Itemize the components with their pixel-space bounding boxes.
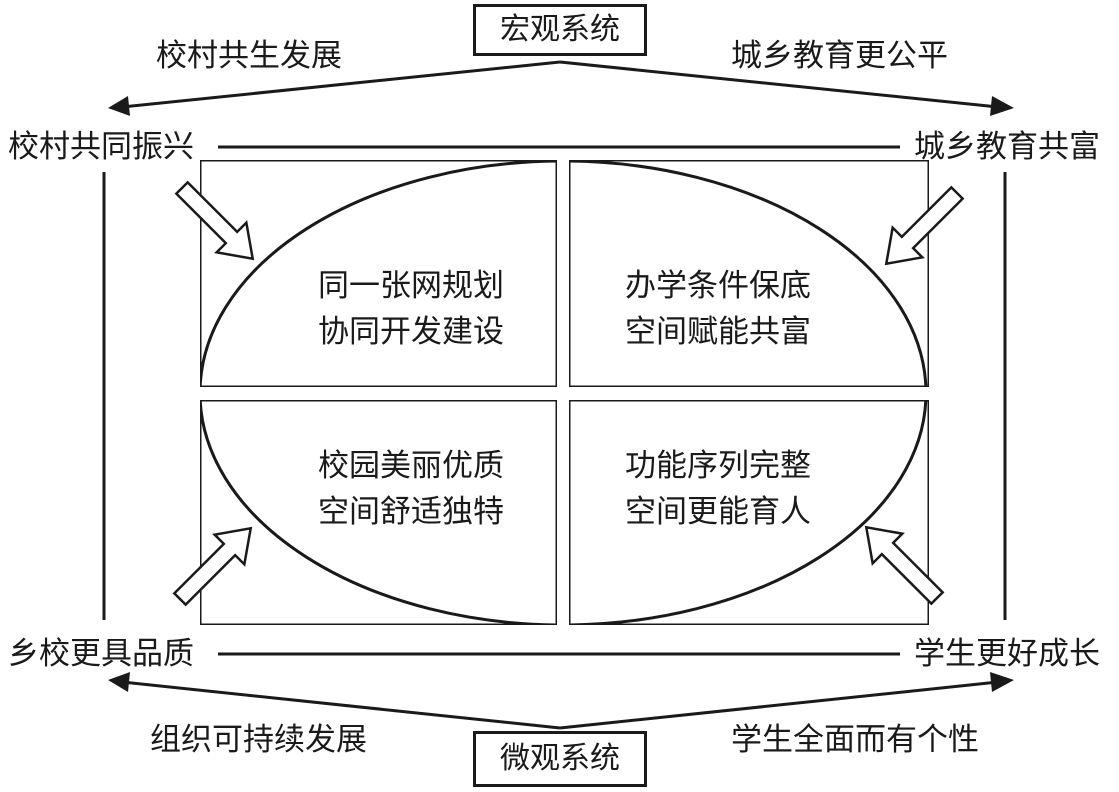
block-arrow-bottom-left [172, 526, 253, 607]
label-bottom-right-arrow: 学生全面而有个性 [731, 722, 979, 758]
quadrant-bottom-right-line1: 功能序列完整 [625, 448, 811, 484]
arrowhead-top-right [990, 96, 1014, 116]
arrowhead-bottom-left [108, 672, 130, 692]
corner-top-left: 校村共同振兴 [8, 129, 194, 165]
block-arrow-top-right [884, 185, 965, 266]
label-bottom-left-arrow: 组织可持续发展 [150, 722, 367, 758]
quadrant-top-left-line2: 协同开发建设 [318, 314, 504, 350]
quadrant-bottom-right-line2: 空间更能育人 [625, 494, 811, 530]
block-arrow-bottom-right [864, 525, 945, 606]
micro-system-box: 微观系统 [473, 731, 647, 787]
quadrant-bottom-left-line2: 空间舒适独特 [318, 494, 504, 530]
arrow-to-top-right [559, 60, 999, 109]
block-arrow-top-left [174, 180, 255, 261]
arrow-to-bottom-left [121, 680, 561, 730]
ellipse-quadrants [200, 160, 929, 625]
quadrant-top-left-text: 同一张网规划 协同开发建设 [318, 263, 504, 355]
label-top-right-arrow: 城乡教育更公平 [731, 38, 948, 74]
quadrant-top-left-line1: 同一张网规划 [318, 268, 504, 304]
frame-lines [102, 145, 1007, 656]
quadrant-bottom-right-text: 功能序列完整 空间更能育人 [625, 443, 811, 535]
quadrant-bottom-left-text: 校园美丽优质 空间舒适独特 [318, 443, 504, 535]
quadrant-top-right-line2: 空间赋能共富 [625, 314, 811, 350]
corner-bottom-left: 乡校更具品质 [8, 636, 194, 672]
label-top-left-arrow: 校村共生发展 [156, 38, 342, 74]
quadrant-bottom-left-line1: 校园美丽优质 [318, 448, 504, 484]
bottom-arrows [121, 680, 999, 730]
quadrant-top-right-text: 办学条件保底 空间赋能共富 [625, 263, 811, 355]
top-arrows [121, 60, 999, 109]
corner-top-right: 城乡教育共富 [914, 129, 1100, 165]
arrow-to-bottom-right [559, 680, 999, 730]
arrowhead-top-left [108, 96, 130, 116]
arrow-to-top-left [121, 60, 561, 109]
arrowhead-bottom-right [990, 672, 1014, 692]
macro-system-box: 宏观系统 [473, 4, 647, 56]
quadrant-top-right-line1: 办学条件保底 [625, 268, 811, 304]
corner-bottom-right: 学生更好成长 [914, 636, 1100, 672]
